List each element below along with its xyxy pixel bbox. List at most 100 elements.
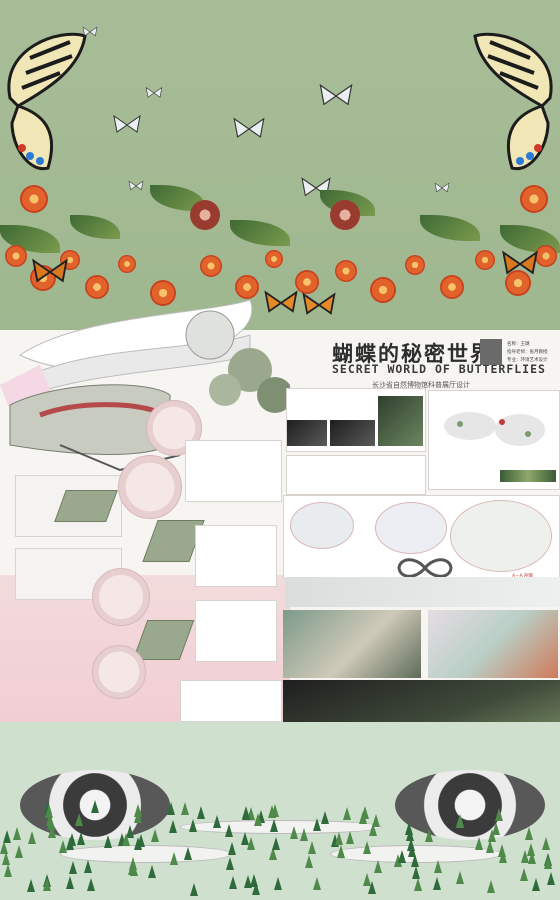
butterfly-icon (128, 180, 144, 191)
tree-icon (290, 826, 298, 839)
butterfly-icon (7, 32, 87, 171)
tree-icon (374, 860, 382, 873)
tree-icon (412, 866, 420, 879)
tree-icon (75, 813, 83, 826)
tree-icon (68, 833, 76, 846)
notes-panel (180, 680, 282, 722)
tree-icon (542, 837, 550, 850)
meta-name: 名称：王璐 (507, 342, 530, 347)
tree-icon (226, 857, 234, 870)
site-photo (330, 420, 375, 446)
tree-icon (547, 872, 555, 885)
tree-icon (308, 841, 316, 854)
butterfly-icon (233, 117, 265, 138)
flower-icon (20, 185, 48, 213)
designer-portrait (480, 339, 502, 365)
tree-icon (305, 855, 313, 868)
tree-icon (244, 875, 252, 888)
tree-icon (28, 831, 36, 844)
world-map (444, 412, 545, 446)
tree-icon (27, 879, 35, 892)
tree-icon (274, 877, 282, 890)
tree-icon (228, 842, 236, 855)
flower-icon (118, 255, 136, 273)
tree-icon (4, 864, 12, 877)
tree-icon (87, 878, 95, 891)
butterfly-icon (113, 114, 141, 133)
flower-icon (405, 255, 425, 275)
tree-icon (3, 830, 11, 843)
tree-icon (363, 873, 371, 886)
tree-icon (269, 847, 277, 860)
tree-icon (128, 862, 136, 875)
tree-icon (69, 861, 77, 874)
flower-icon (335, 260, 357, 282)
tree-icon (499, 850, 507, 863)
tree-icon (456, 871, 464, 884)
tree-icon (122, 833, 130, 846)
flower-icon (5, 245, 27, 267)
tree-icon (411, 854, 419, 867)
tree-icon (313, 818, 321, 831)
tree-icon (2, 852, 10, 865)
tree-icon (190, 883, 198, 896)
flower-icon (190, 200, 220, 230)
butterfly-icon (82, 26, 98, 37)
tree-icon (247, 807, 255, 820)
tree-icon (0, 841, 8, 854)
bubble-diagram (450, 500, 552, 572)
tree-icon (84, 860, 92, 873)
tree-icon (425, 829, 433, 842)
hero-isometric-building (0, 299, 290, 472)
zone-detail-circle (92, 568, 150, 626)
tree-icon (414, 878, 422, 891)
tree-icon (434, 860, 442, 873)
butterfly-icon (502, 250, 538, 275)
tree-icon (134, 810, 142, 823)
tree-icon (169, 820, 177, 833)
tree-icon (335, 832, 343, 845)
subtitle: 长沙省自然博物馆科普展厅设计 (372, 381, 470, 389)
tree-icon (544, 856, 552, 869)
tree-icon (167, 802, 175, 815)
site-photo (287, 420, 327, 446)
tree-icon (48, 825, 56, 838)
section-band (285, 577, 560, 607)
flower-icon (200, 255, 222, 277)
tree-icon (43, 878, 51, 891)
tree-icon (456, 815, 464, 828)
flower-icon (295, 270, 319, 294)
tree-icon (495, 808, 503, 821)
tree-icon (47, 817, 55, 830)
tree-icon (15, 845, 23, 858)
flower-icon (505, 270, 531, 296)
section-label: A—A 剖面 (512, 573, 533, 579)
tree-icon (242, 806, 250, 819)
butterfly-icon (434, 182, 450, 193)
tree-icon (77, 832, 85, 845)
tree-icon (270, 819, 278, 832)
tree-icon (254, 813, 262, 826)
flower-icon (330, 200, 360, 230)
tree-icon (369, 823, 377, 836)
interior-render-1 (283, 610, 421, 678)
meta-major: 专业：环境艺术设计 (507, 358, 548, 363)
tree-icon (368, 881, 376, 894)
butterfly-icon (302, 292, 336, 315)
tree-icon (170, 852, 178, 865)
bubble-diagram (290, 502, 354, 549)
flower-icon (440, 275, 464, 299)
tree-icon (66, 876, 74, 889)
tree-icon (343, 807, 351, 820)
plan-panel (195, 600, 277, 662)
butterfly-icon (319, 83, 353, 106)
title-en: SECRET WORLD OF BUTTERFLIES (332, 362, 546, 376)
tree-icon (148, 865, 156, 878)
tree-icon (527, 843, 535, 856)
tree-icon (487, 880, 495, 893)
flower-icon (150, 280, 176, 306)
tree-icon (189, 819, 197, 832)
tree-icon (359, 811, 367, 824)
tree-icon (181, 802, 189, 815)
zone-detail-circle (92, 645, 146, 699)
